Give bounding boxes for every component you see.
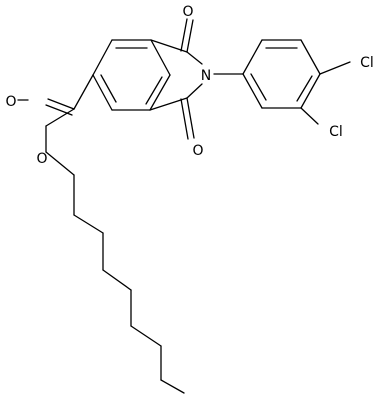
atom-labels: O N O Cl Cl O O <box>5 4 373 167</box>
bond <box>92 74 113 111</box>
bond <box>73 74 94 110</box>
bond <box>45 151 75 176</box>
ester-group <box>17 74 94 176</box>
bond <box>149 74 171 111</box>
bond <box>45 104 73 116</box>
bond <box>242 39 263 75</box>
imide-ring <box>149 18 203 140</box>
bond <box>300 107 319 125</box>
bond <box>296 75 313 102</box>
chlorine-label-top: Cl <box>360 55 374 71</box>
bond <box>102 269 132 291</box>
bond <box>130 325 162 347</box>
ester-oxygen-label: O <box>36 151 47 167</box>
bond <box>45 108 75 127</box>
bond <box>145 76 163 105</box>
bond <box>150 39 171 76</box>
bond <box>186 97 195 139</box>
bond <box>92 39 113 76</box>
chlorine-label-bottom: Cl <box>329 124 343 140</box>
bond <box>186 51 203 65</box>
oxygen-label-bottom: O <box>192 143 203 159</box>
oxygen-label-top: O <box>182 4 193 20</box>
dichlorophenyl-ring <box>242 39 351 125</box>
carbonyl-oxygen-label: O <box>5 94 16 110</box>
octyl-chain <box>73 174 185 394</box>
fused-benzene-ring <box>92 39 171 111</box>
bond <box>300 73 321 109</box>
bond <box>73 214 104 234</box>
bond <box>186 83 203 99</box>
bond <box>160 379 185 394</box>
bond <box>242 73 263 109</box>
bond <box>100 74 117 103</box>
bond <box>180 98 189 140</box>
nitrogen-label: N <box>201 68 211 84</box>
bond <box>300 39 321 75</box>
bond <box>47 98 75 110</box>
bond <box>180 18 188 52</box>
bond <box>319 61 351 75</box>
bond <box>250 73 267 101</box>
bond <box>186 19 194 53</box>
